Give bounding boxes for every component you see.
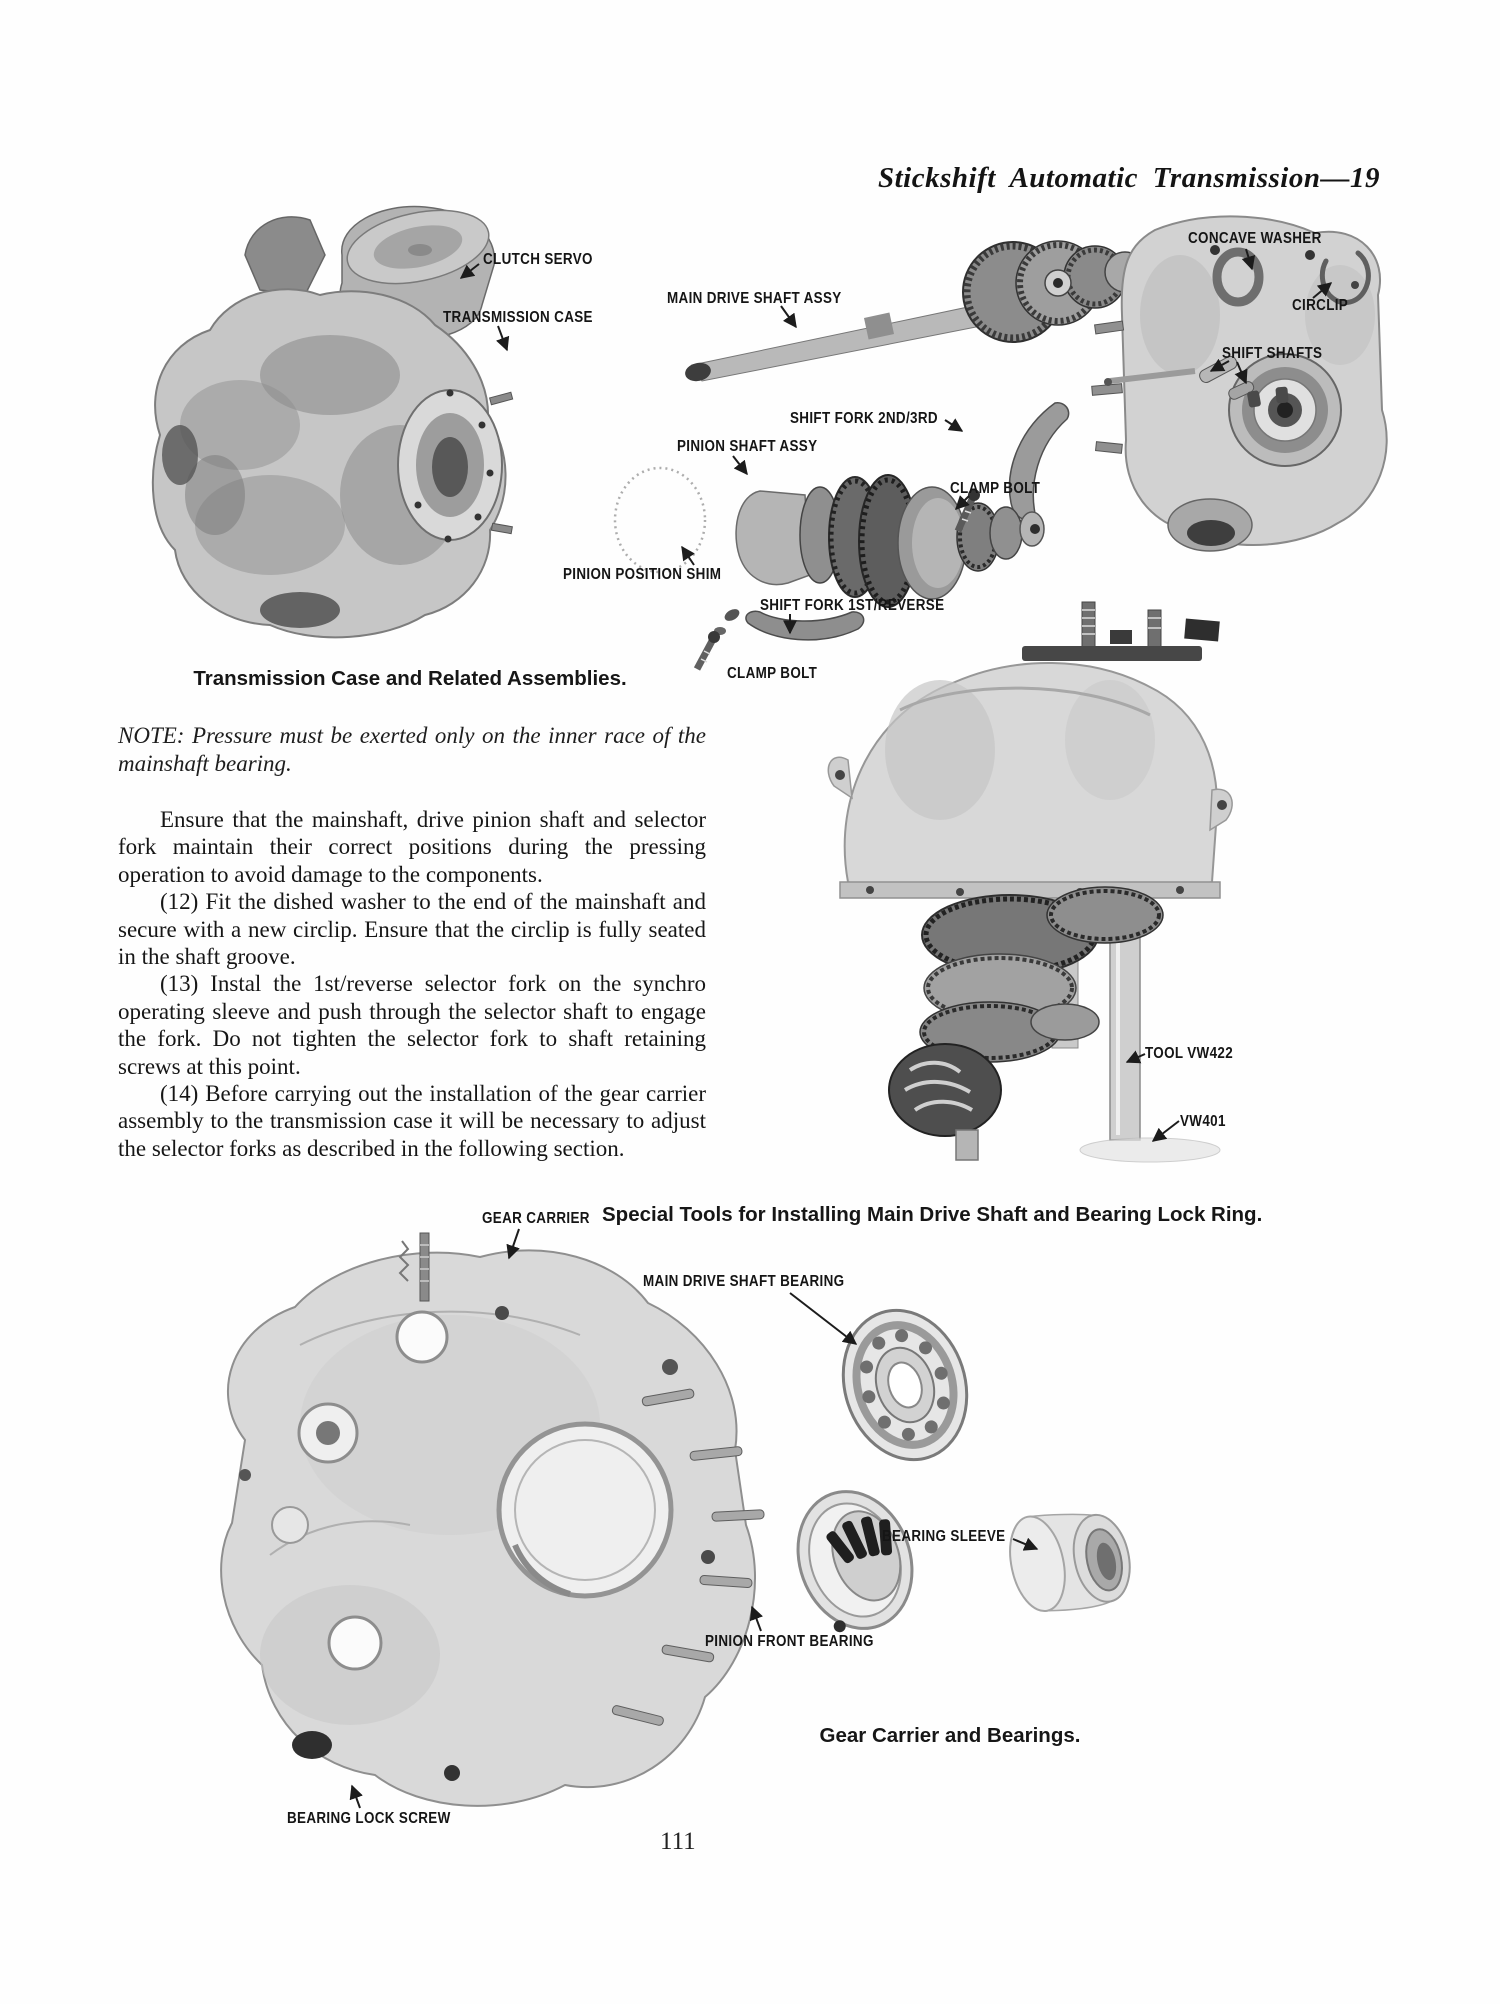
- circlip-drawing: [1319, 250, 1371, 306]
- label-clutch-servo: CLUTCH SERVO: [483, 251, 593, 268]
- shift-fork-1st-reverse-drawing: [714, 609, 865, 641]
- pinion-front-bearing-drawing: [796, 1490, 914, 1633]
- note-paragraph: NOTE: Pressure must be exerted only on t…: [118, 723, 706, 776]
- label-concave-washer: CONCAVE WASHER: [1188, 230, 1322, 247]
- gear-carrier-housing-drawing: [827, 661, 1233, 899]
- figure1-leader-arrows: [459, 248, 1333, 635]
- label-circlip: CIRCLIP: [1292, 297, 1349, 314]
- clamp-bolt-lower-drawing: [693, 631, 720, 671]
- pinion-position-shim-drawing: [613, 466, 707, 574]
- label-transmission-case: TRANSMISSION CASE: [443, 309, 593, 326]
- paragraph-step-13: (13) Instal the 1st/reverse selector for…: [118, 971, 706, 1079]
- page-title: Stickshift Automatic Transmission—19: [877, 162, 1380, 194]
- label-shift-fork-1st-reverse: SHIFT FORK 1ST/REVERSE: [760, 597, 945, 614]
- page-number: 111: [660, 1828, 696, 1855]
- transmission-case-drawing: [151, 288, 514, 639]
- figure3-illustration: [220, 1228, 1131, 1809]
- label-pinion-position-shim: PINION POSITION SHIM: [563, 566, 722, 583]
- label-pinion-shaft-assy: PINION SHAFT ASSY: [677, 438, 818, 455]
- label-main-drive-shaft-bearing: MAIN DRIVE SHAFT BEARING: [643, 1273, 845, 1290]
- figure2-leader-arrows: [1125, 1050, 1180, 1142]
- label-gear-carrier: GEAR CARRIER: [482, 1210, 590, 1227]
- paragraph-step-12: (12) Fit the dished washer to the end of…: [118, 889, 706, 970]
- body-text: Ensure that the mainshaft, drive pinion …: [118, 806, 706, 1162]
- figure3-leader-arrows: [349, 1228, 1039, 1809]
- figure3-caption: Gear Carrier and Bearings.: [819, 1724, 1081, 1747]
- concave-washer-drawing: [1212, 247, 1264, 307]
- main-drive-shaft-drawing: [685, 240, 1158, 382]
- label-clamp-bolt-upper: CLAMP BOLT: [950, 480, 1041, 497]
- side-cover-drawing: [1091, 215, 1388, 552]
- label-main-drive-shaft-assy: MAIN DRIVE SHAFT ASSY: [667, 290, 842, 307]
- press-tool-drawing: [1022, 601, 1220, 661]
- label-pinion-front-bearing: PINION FRONT BEARING: [705, 1633, 874, 1650]
- label-vw401: VW401: [1180, 1113, 1226, 1130]
- label-bearing-lock-screw: BEARING LOCK SCREW: [287, 1810, 451, 1827]
- figure2-illustration: [827, 601, 1233, 1163]
- label-shift-fork-2nd-3rd: SHIFT FORK 2ND/3RD: [790, 410, 938, 427]
- label-clamp-bolt-lower: CLAMP BOLT: [727, 665, 818, 682]
- gear-carrier-casting-drawing: [220, 1232, 765, 1807]
- pinion-shaft-assy-drawing: [735, 474, 1045, 608]
- label-tool-vw422: TOOL VW422: [1145, 1045, 1234, 1062]
- bearing-sleeve-drawing: [1009, 1513, 1131, 1613]
- figure2-caption: Special Tools for Installing Main Drive …: [602, 1203, 1263, 1226]
- paragraph-step-14: (14) Before carrying out the installatio…: [118, 1081, 706, 1161]
- label-bearing-sleeve: BEARING SLEEVE: [882, 1528, 1006, 1545]
- stud-drawings: [611, 1388, 765, 1726]
- figure1-caption: Transmission Case and Related Assemblies…: [193, 667, 627, 690]
- figure1-illustration: [151, 205, 1388, 671]
- paragraph-ensure: Ensure that the mainshaft, drive pinion …: [118, 807, 706, 887]
- label-shift-shafts: SHIFT SHAFTS: [1222, 345, 1323, 362]
- gear-stack-drawing: [888, 886, 1164, 1161]
- main-drive-shaft-bearing-drawing: [841, 1308, 969, 1462]
